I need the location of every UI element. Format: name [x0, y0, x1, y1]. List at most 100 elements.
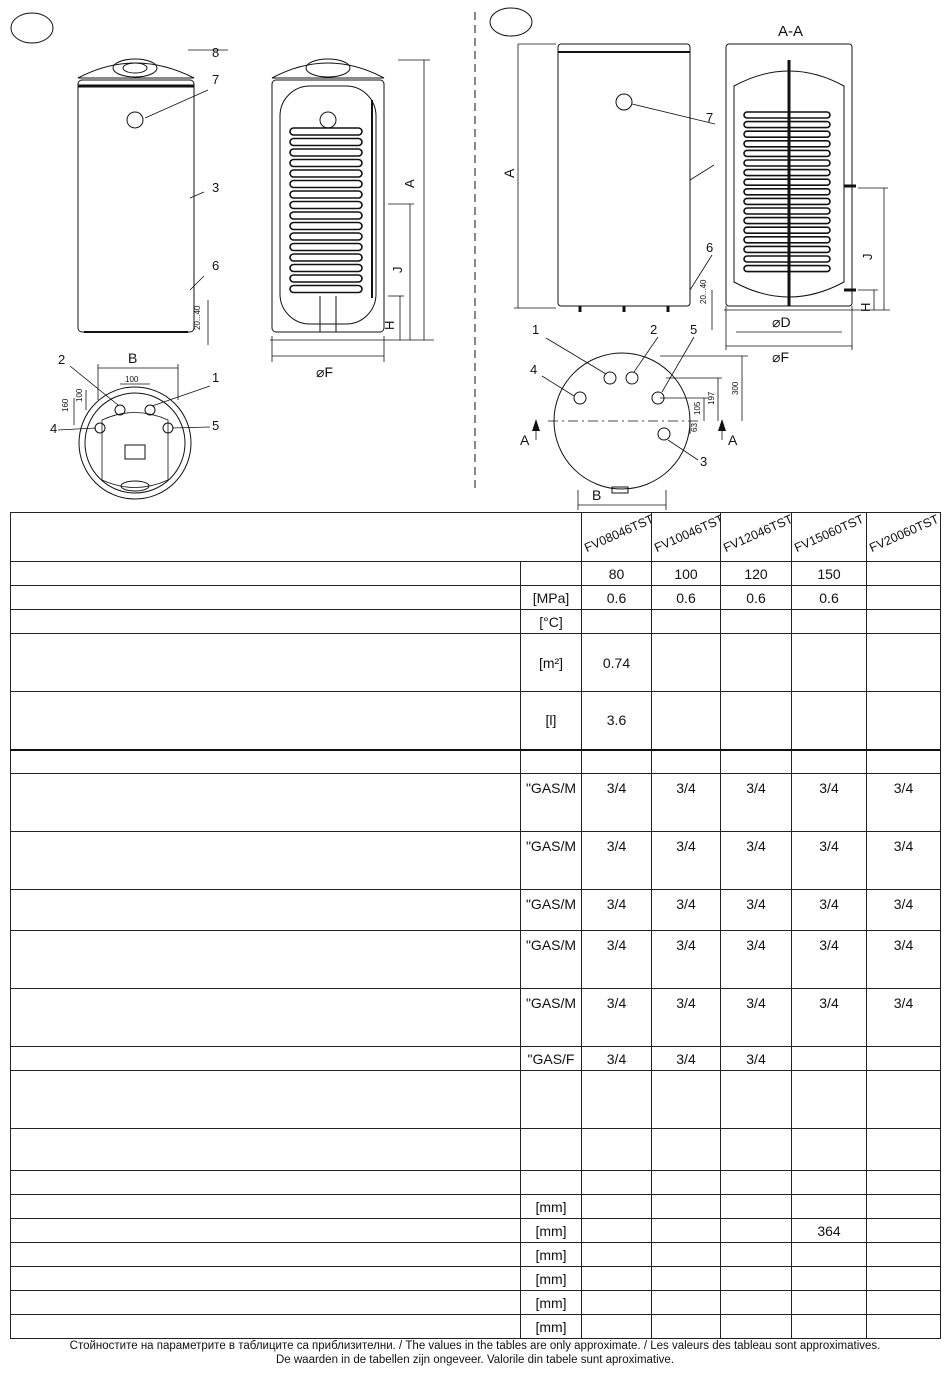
- callout-6: 6: [212, 258, 219, 273]
- value-cell: [791, 691, 867, 750]
- table-row: [mm]: [10, 1266, 941, 1291]
- row-label-cell: [10, 930, 521, 989]
- dim-H-right: H: [858, 303, 873, 312]
- value-cell: [720, 1194, 792, 1219]
- row-label-cell: [10, 773, 521, 832]
- row-label-cell: [10, 585, 521, 610]
- value-cell: 3/4: [866, 889, 941, 931]
- coil-turn: [289, 284, 363, 294]
- callout-7-right: 7: [706, 110, 713, 125]
- value-cell: [866, 748, 941, 774]
- value-cell: [651, 1218, 721, 1243]
- callout-2-left: 2: [58, 352, 65, 367]
- coil-turn: [289, 190, 363, 199]
- table-row: [l]3.6: [10, 691, 941, 750]
- unit-cell: [m²]: [520, 633, 582, 692]
- row-label-cell: [10, 1070, 521, 1129]
- unit-cell: [520, 1170, 582, 1195]
- coil-turn: [743, 236, 831, 244]
- dim-D-right: ⌀D: [772, 314, 791, 330]
- top-view-dimensions: [57, 364, 211, 431]
- value-cell: [791, 1070, 867, 1129]
- value-cell: [581, 609, 652, 634]
- callout-7: 7: [212, 72, 219, 87]
- value-cell: 3/4: [866, 988, 941, 1047]
- row-label-cell: [10, 691, 521, 750]
- table-row: [10, 748, 941, 774]
- callout-3-right: 3: [700, 454, 707, 469]
- value-cell: [581, 1194, 652, 1219]
- value-cell: [581, 1070, 652, 1129]
- value-cell: [866, 585, 941, 610]
- coil-turn: [289, 158, 363, 168]
- value-cell: 3/4: [720, 1046, 792, 1071]
- dim-B-left: B: [128, 350, 137, 366]
- value-cell: [581, 748, 652, 774]
- value-cell: [791, 1170, 867, 1195]
- value-cell: 3/4: [791, 889, 867, 931]
- table-row: [mm]364: [10, 1218, 941, 1243]
- value-cell: [720, 1128, 792, 1171]
- table-row: [m²]0.74: [10, 633, 941, 692]
- dim-100-h: 100: [75, 388, 84, 402]
- value-cell: [866, 1070, 941, 1129]
- value-cell: [651, 691, 721, 750]
- value-cell: 3/4: [581, 930, 652, 989]
- value-cell: 0.6: [720, 585, 792, 610]
- value-cell: 3/4: [581, 988, 652, 1047]
- coil-turn: [743, 226, 831, 234]
- unit-cell: "GAS/M: [520, 988, 582, 1047]
- row-label-cell: [10, 609, 521, 634]
- value-cell: [791, 1266, 867, 1291]
- heater-top-view: [78, 386, 192, 500]
- value-cell: [866, 1046, 941, 1071]
- coil-turn: [289, 200, 363, 210]
- value-cell: [866, 1242, 941, 1267]
- coil-turn: [743, 197, 831, 206]
- value-cell: [651, 1266, 721, 1291]
- heater-front-view: [77, 58, 195, 333]
- value-cell: [720, 1290, 792, 1315]
- unit-cell: "GAS/M: [520, 831, 582, 890]
- unit-cell: [mm]: [520, 1194, 582, 1219]
- unit-cell: [mm]: [520, 1314, 582, 1339]
- callout-1-left: 1: [212, 370, 219, 385]
- value-cell: [866, 1290, 941, 1315]
- value-cell: [866, 1170, 941, 1195]
- coil-turn: [743, 168, 831, 177]
- value-cell: [791, 609, 867, 634]
- value-cell: 3/4: [791, 773, 867, 832]
- row-label-cell: [10, 1170, 521, 1195]
- unit-cell: [mm]: [520, 1218, 582, 1243]
- dim-A-left: A: [402, 179, 417, 188]
- value-cell: [866, 1128, 941, 1171]
- coil-turn: [289, 253, 363, 262]
- callout-5-left: 5: [212, 418, 219, 433]
- value-cell: [581, 1170, 652, 1195]
- value-cell: [866, 561, 941, 586]
- left-dimensions: [144, 49, 434, 362]
- value-cell: 3/4: [651, 988, 721, 1047]
- value-cell: [581, 1314, 652, 1339]
- value-cell: 100: [651, 561, 721, 586]
- coil-turn: [289, 232, 363, 241]
- coil-turn: [743, 130, 831, 138]
- value-cell: [720, 609, 792, 634]
- value-cell: 0.74: [581, 633, 652, 692]
- heater-front-view-right: [557, 43, 691, 312]
- coil-turn: [289, 169, 363, 178]
- coil-turn: [743, 188, 831, 196]
- value-cell: [720, 748, 792, 774]
- coil-turn: [743, 207, 831, 215]
- value-cell: [791, 1046, 867, 1071]
- callout-1-right: 1: [532, 322, 539, 337]
- heater-top-view-right: [548, 352, 700, 494]
- value-cell: [791, 633, 867, 692]
- value-cell: [791, 1314, 867, 1339]
- value-cell: [720, 1242, 792, 1267]
- value-cell: 3/4: [581, 1046, 652, 1071]
- value-cell: 3/4: [866, 930, 941, 989]
